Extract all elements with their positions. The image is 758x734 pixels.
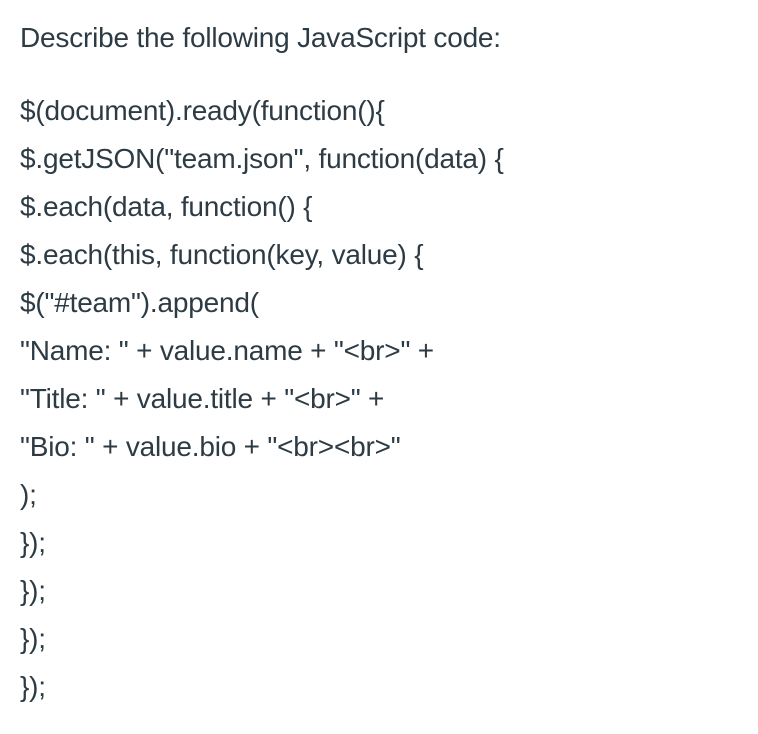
code-line: });	[20, 575, 46, 606]
code-line: $("#team").append(	[20, 287, 259, 318]
code-line: "Bio: " + value.bio + "<br><br>"	[20, 431, 401, 462]
question-body: Describe the following JavaScript code: …	[20, 22, 738, 711]
code-line: $.each(this, function(key, value) {	[20, 239, 424, 270]
code-line: });	[20, 623, 46, 654]
code-line: "Name: " + value.name + "<br>" +	[20, 335, 434, 366]
code-line: );	[20, 479, 37, 510]
code-block: $(document).ready(function(){ $.getJSON("…	[20, 87, 738, 711]
code-line: });	[20, 527, 46, 558]
question-prompt: Describe the following JavaScript code:	[20, 22, 501, 53]
code-line: });	[20, 671, 46, 702]
code-line: $.getJSON("team.json", function(data) {	[20, 143, 504, 174]
code-line: "Title: " + value.title + "<br>" +	[20, 383, 385, 414]
code-line: $.each(data, function() {	[20, 191, 313, 222]
code-line: $(document).ready(function(){	[20, 95, 385, 126]
